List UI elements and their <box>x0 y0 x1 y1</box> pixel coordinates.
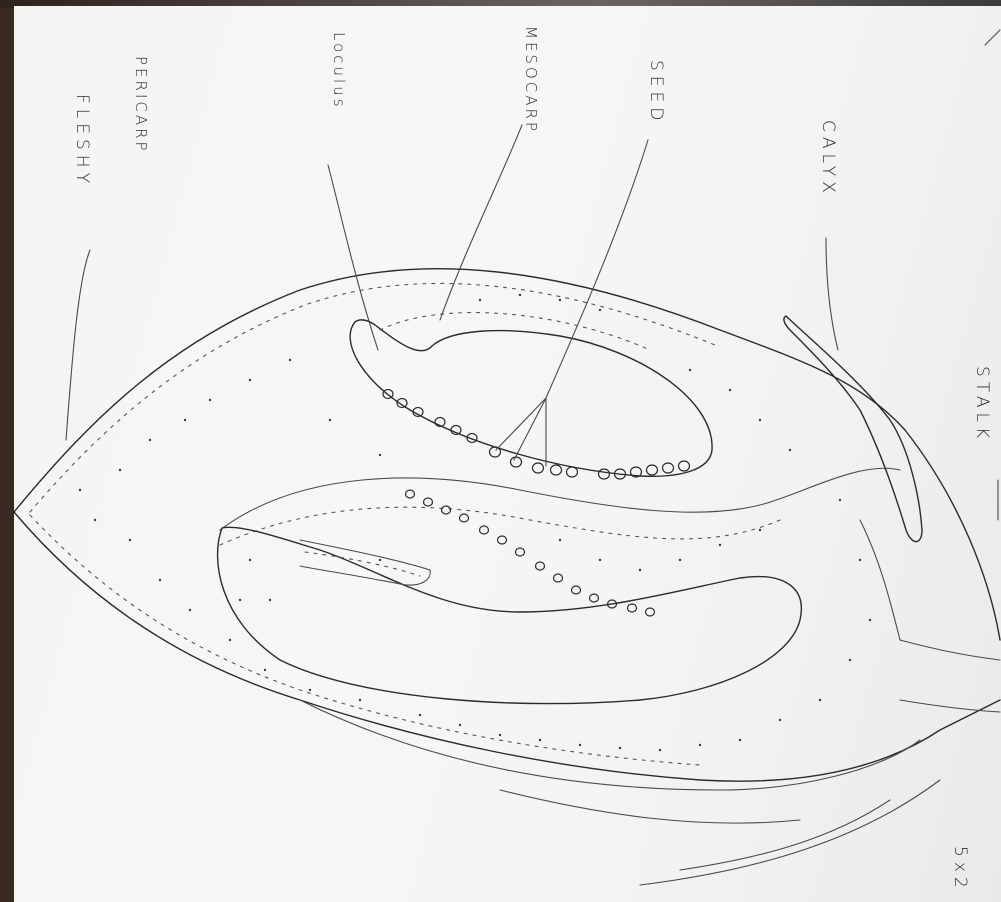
lower-locule-outline <box>218 527 802 703</box>
stalk-curve <box>860 520 900 640</box>
stalk-line-lower <box>900 700 1000 712</box>
seed <box>536 562 545 570</box>
seed <box>628 604 637 612</box>
upper-locule-outline <box>350 320 712 476</box>
seed <box>567 467 578 477</box>
stalk-line-upper <box>900 640 1000 660</box>
leader-mesocarp <box>440 125 522 320</box>
central-placenta-dash <box>220 507 780 545</box>
seed <box>663 463 674 473</box>
seed <box>442 506 451 514</box>
upper-seed-row <box>383 390 690 480</box>
outer-pericarp-dashed-lower <box>30 515 700 765</box>
label-pericarp: PERICARP <box>132 56 150 154</box>
seed <box>646 608 655 616</box>
pericarp-stippling <box>79 294 871 751</box>
seed <box>572 586 581 594</box>
label-stalk: STALK <box>972 366 992 443</box>
pericarp-bottom-arc-2 <box>680 800 890 870</box>
seed <box>460 514 469 522</box>
seed <box>490 447 501 457</box>
seed <box>647 465 658 475</box>
seed <box>533 463 544 473</box>
pericarp-lower-curve <box>300 700 920 790</box>
leader-magnification-corner <box>985 30 1000 45</box>
pericarp-lower-curve-2 <box>500 790 800 823</box>
label-seed: SEED <box>646 60 666 125</box>
leader-seed-branch-1 <box>496 398 546 450</box>
label-calyx: CALYX <box>818 120 838 198</box>
leader-fleshy-pericarp <box>66 250 90 440</box>
seed <box>599 469 610 479</box>
lower-locule-tongue <box>300 540 430 585</box>
outer-pericarp-dashed <box>30 283 715 512</box>
seed <box>498 536 507 544</box>
label-mesocarp: MESOCARP <box>522 26 540 134</box>
seed <box>551 465 562 475</box>
label-fleshy: FLESHY <box>72 94 92 188</box>
calyx-sepal-outline <box>784 316 922 542</box>
leader-seed-branch-2 <box>514 398 546 460</box>
seed <box>406 490 415 498</box>
seed <box>511 457 522 467</box>
label-magnification: 5x2 <box>950 846 970 893</box>
outer-pericarp-outline <box>14 269 1000 782</box>
seed <box>424 498 433 506</box>
seed <box>480 526 489 534</box>
leader-calyx <box>826 238 838 350</box>
lower-locule-tongue-dash <box>305 552 420 576</box>
seed <box>590 594 599 602</box>
central-placenta-outline <box>220 468 900 530</box>
seed <box>516 548 525 556</box>
label-loculus: Loculus <box>330 32 348 110</box>
seed <box>679 461 690 471</box>
seed <box>554 574 563 582</box>
